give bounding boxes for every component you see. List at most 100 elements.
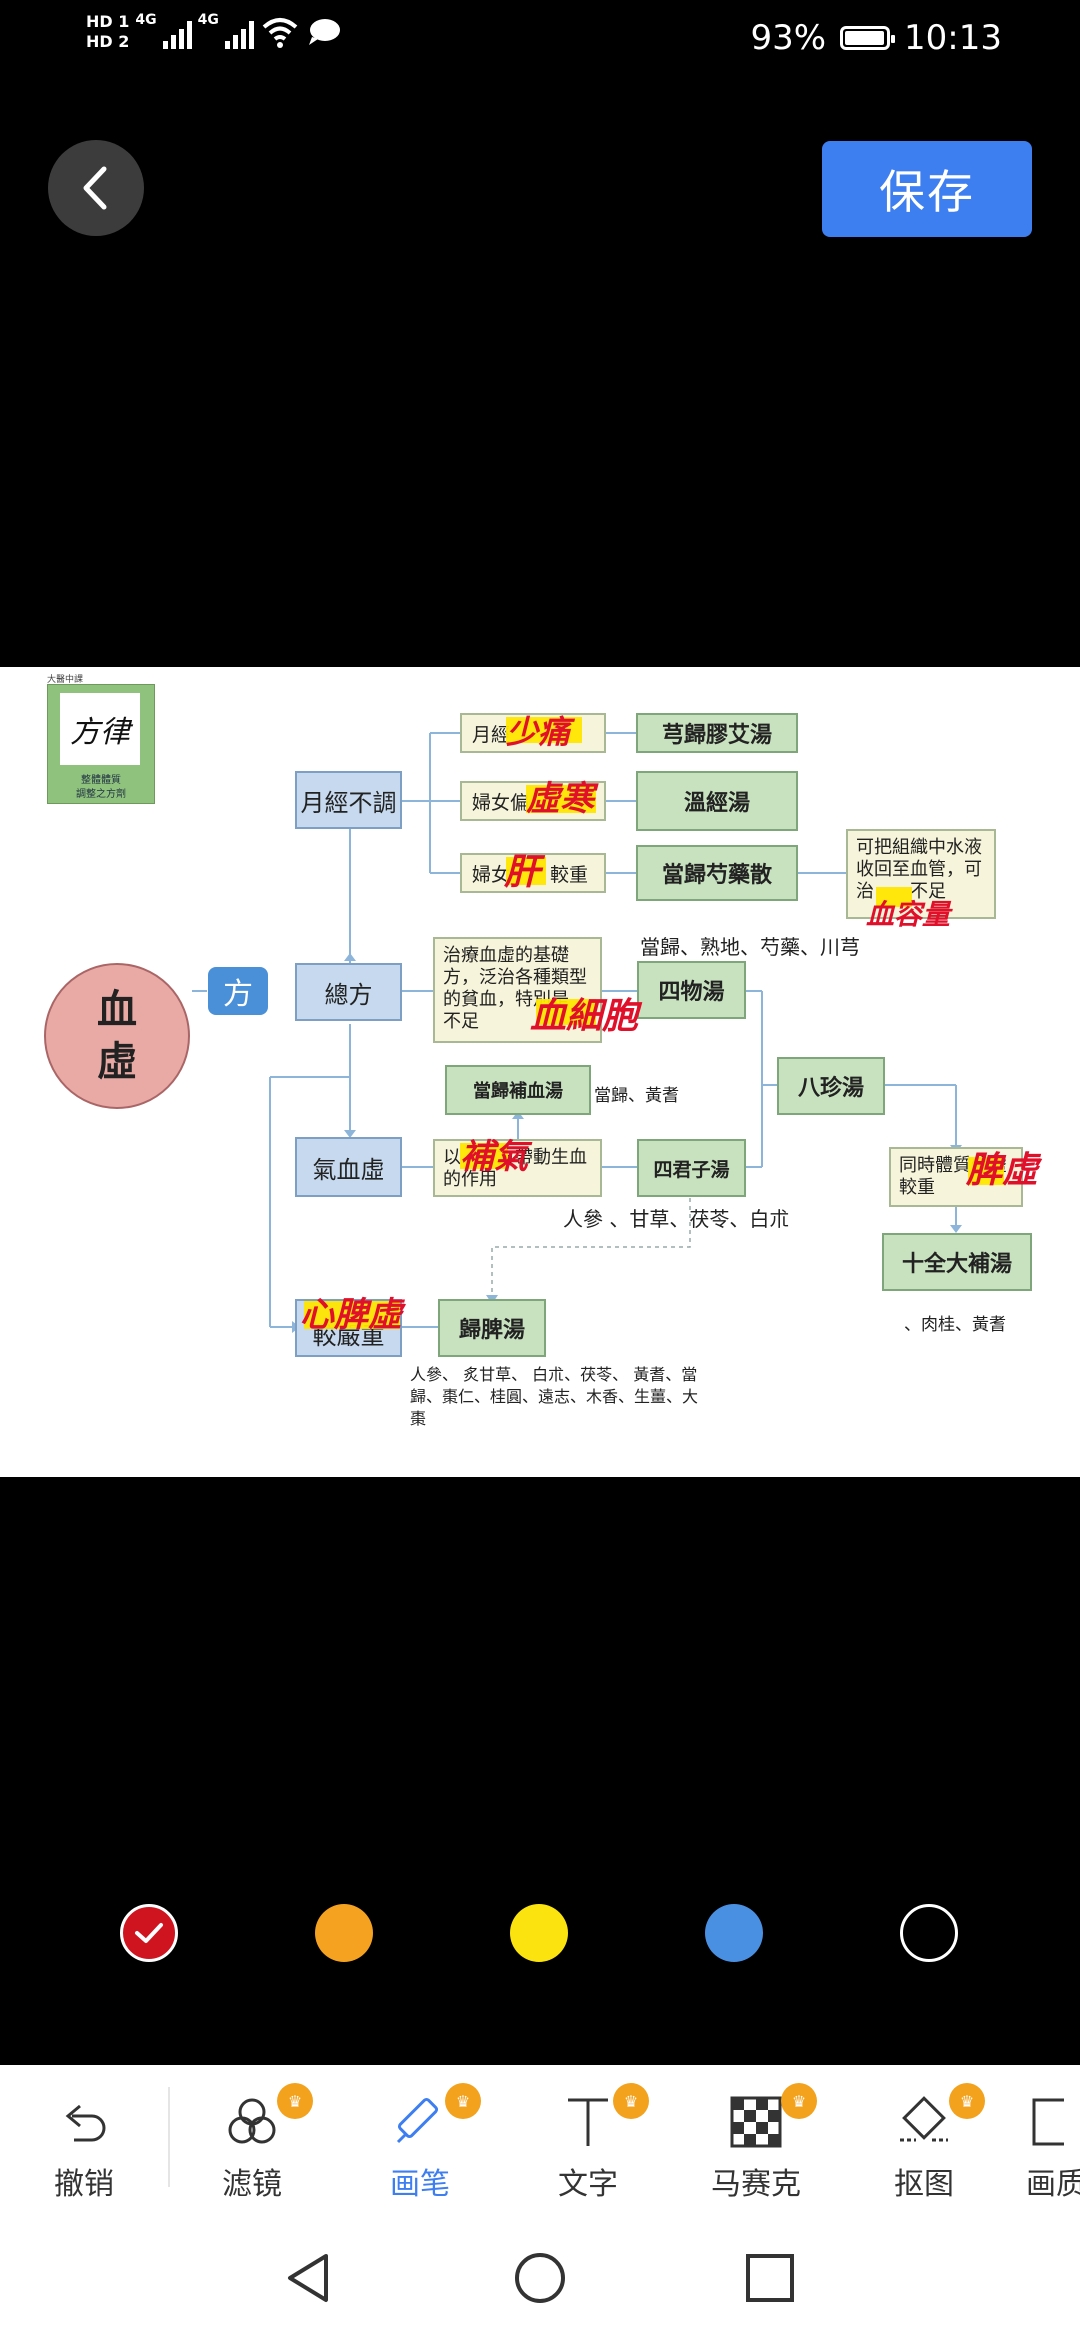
node-r3a: 婦女 — [472, 863, 511, 886]
handwriting-3: 肝 — [504, 851, 541, 893]
logo-title: 方律 — [60, 693, 140, 765]
handwriting-2: 虛寒 — [526, 779, 594, 819]
logo-frame: 方律 整體體質 調整之方劑 — [47, 684, 155, 804]
handwriting-1: 少痛 — [506, 713, 571, 751]
vip-crown-icon: ♛ — [277, 2083, 313, 2119]
handwriting-8: 心脾虛 — [300, 1295, 402, 1335]
node-zongfang: 總方 — [295, 963, 402, 1021]
tool-text-label: 文字 — [558, 2167, 618, 2202]
vip-crown-icon: ♛ — [613, 2083, 649, 2119]
color-black-swatch[interactable] — [900, 1904, 958, 1962]
signal-icon — [162, 15, 192, 49]
node-yuejing: 月經不調 — [295, 771, 402, 829]
signal-icon-2 — [224, 15, 254, 49]
clock: 10:13 — [904, 18, 1002, 58]
handwriting-5: 血細胞 — [530, 995, 639, 1037]
wifi-icon — [262, 18, 298, 48]
logo-caption-2: 調整之方劑 — [76, 789, 126, 800]
edit-toolbar: 撤销 ♛ 滤镜 ♛ 画笔 ♛ 文字 ♛ — [0, 2065, 1080, 2210]
net2-label: 4G — [197, 12, 219, 28]
message-icon — [308, 19, 340, 45]
mosaic-icon: ♛ — [721, 2083, 817, 2157]
handwriting-4: 血容量 — [866, 898, 951, 931]
note-danggui: 可把組織中水液收回至血管，可治 不足 — [846, 829, 996, 919]
highlight-7 — [968, 1157, 1004, 1185]
highlight-4 — [876, 887, 912, 907]
ingredients-shiquan: 、肉桂、黃耆 — [904, 1315, 1006, 1335]
tool-text[interactable]: ♛ 文字 — [504, 2065, 672, 2210]
checkmark-icon — [135, 1923, 163, 1943]
vip-crown-icon: ♛ — [949, 2083, 985, 2119]
hd1-label: HD 1 — [86, 12, 130, 31]
tool-cutout[interactable]: ♛ 抠图 — [840, 2065, 1008, 2210]
status-bar: HD 1 HD 2 4G 4G 93% 10:13 — [0, 0, 1080, 80]
nav-back-icon[interactable] — [282, 2250, 334, 2306]
node-bazhen: 八珍湯 — [777, 1057, 885, 1115]
node-shiquan: 十全大補湯 — [882, 1233, 1032, 1291]
status-right: 93% 10:13 — [750, 18, 1002, 58]
battery-percent: 93% — [750, 18, 827, 58]
node-danggui-buxue: 當歸補血湯 — [445, 1065, 591, 1115]
ingredients-guipi: 人參、 炙甘草、 白朮、茯苓、 黃耆、當歸、棗仁、桂圓、遠志、木香、生薑、大棗 — [410, 1365, 699, 1428]
handwriting-6: 補氣 — [460, 1137, 528, 1177]
tool-quality[interactable]: 画质 — [1008, 2065, 1080, 2210]
hd2-label: HD 2 — [86, 32, 130, 51]
save-button[interactable]: 保存 — [822, 141, 1032, 237]
tool-quality-label: 画质 — [1026, 2167, 1080, 2202]
tool-cutout-label: 抠图 — [894, 2167, 954, 2202]
back-button[interactable] — [48, 140, 144, 236]
highlight-5 — [536, 999, 596, 1025]
highlight-6 — [460, 1143, 508, 1169]
hd-indicator: HD 1 HD 2 — [86, 12, 129, 52]
vip-crown-icon: ♛ — [445, 2083, 481, 2119]
image-canvas[interactable]: 大醫中課 方律 整體體質 調整之方劑 血 虛 方 總方 月經不調 氣血虛 較嚴重… — [0, 667, 1080, 1477]
chevron-left-icon — [83, 166, 107, 210]
nav-recents-icon[interactable] — [744, 2252, 796, 2304]
node-sijunzi: 四君子湯 — [637, 1139, 746, 1197]
battery-icon — [840, 26, 896, 50]
undo-icon — [49, 2087, 119, 2157]
color-yellow-swatch[interactable] — [510, 1904, 568, 1962]
highlight-3 — [506, 857, 546, 885]
highlight-8 — [304, 1301, 400, 1329]
status-left: HD 1 HD 2 4G 4G — [86, 12, 342, 52]
text-icon: ♛ — [553, 2083, 649, 2157]
vip-crown-icon: ♛ — [781, 2083, 817, 2119]
diagram-connectors — [192, 732, 962, 1333]
node-dangguishaoyao: 當歸芍藥散 — [636, 845, 798, 901]
tool-mosaic-label: 马赛克 — [711, 2167, 801, 2202]
brush-icon: ♛ — [385, 2083, 481, 2157]
tool-undo-label: 撤销 — [54, 2167, 114, 2202]
ingredients-sijunzi: 人參 、甘草、茯苓、白朮 — [563, 1207, 790, 1231]
node-guipi: 歸脾湯 — [438, 1299, 546, 1357]
tool-filter[interactable]: ♛ 滤镜 — [168, 2065, 336, 2210]
tool-brush[interactable]: ♛ 画笔 — [336, 2065, 504, 2210]
handwriting-7: 脾虛 — [966, 1149, 1039, 1191]
logo-caption-1: 整體體質 — [81, 775, 121, 786]
logo-caption-top: 大醫中課 — [47, 675, 84, 685]
highlight-2 — [526, 785, 596, 813]
cutout-icon: ♛ — [889, 2083, 985, 2157]
quality-icon — [1024, 2087, 1064, 2157]
fang-label: 方 — [208, 967, 268, 1015]
node-xiongguijiaoai: 芎歸膠艾湯 — [636, 713, 798, 753]
node-r3b: 較重 — [550, 863, 589, 886]
color-orange-swatch[interactable] — [315, 1904, 373, 1962]
nav-home-icon[interactable] — [512, 2250, 568, 2306]
tool-brush-label: 画笔 — [390, 2167, 450, 2202]
filter-icon: ♛ — [217, 2083, 313, 2157]
ingredients-danggui-buxue: 當歸、黃耆 — [594, 1086, 679, 1106]
system-nav-bar — [0, 2210, 1080, 2340]
root-node-xuexu: 血 虛 — [44, 963, 190, 1109]
tool-filter-label: 滤镜 — [222, 2167, 282, 2202]
ingredients-siwu: 當歸、熟地、芍藥、川芎 — [640, 935, 860, 959]
color-red-swatch[interactable] — [120, 1904, 178, 1962]
tool-mosaic[interactable]: ♛ 马赛克 — [672, 2065, 840, 2210]
node-qixue: 氣血虛 — [295, 1137, 402, 1197]
toolbar-divider — [168, 2087, 170, 2187]
color-blue-swatch[interactable] — [705, 1904, 763, 1962]
node-wenjing: 溫經湯 — [636, 771, 798, 831]
tool-undo[interactable]: 撤销 — [0, 2065, 168, 2210]
logo: 大醫中課 方律 整體體質 調整之方劑 — [47, 672, 157, 804]
node-siwu: 四物湯 — [637, 961, 746, 1019]
